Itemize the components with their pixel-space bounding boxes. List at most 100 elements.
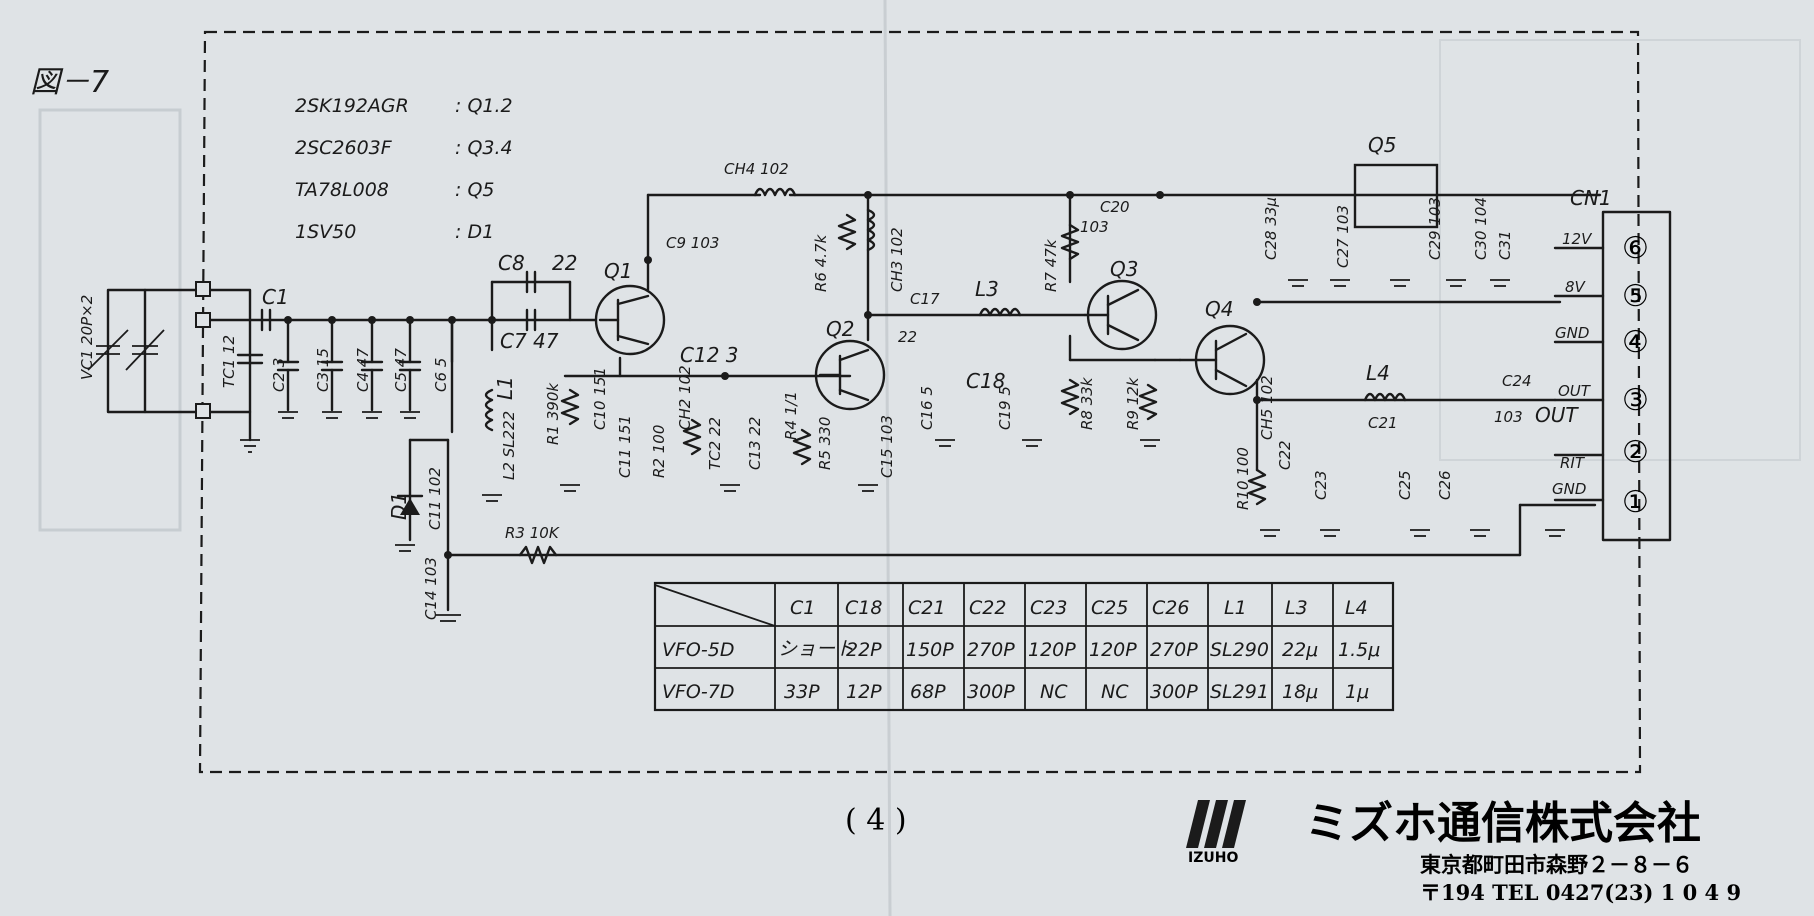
label-r2: R2 100 xyxy=(650,425,668,478)
table-cell: NC xyxy=(1101,681,1129,703)
part-name: 2SK192AGR xyxy=(295,95,409,117)
label-r8: R8 33k xyxy=(1078,376,1096,430)
label-c6: C6 5 xyxy=(432,358,450,392)
connector-pin-label: 12V xyxy=(1562,230,1593,248)
company-footer: IZUHO ミズホ通信株式会社 東京都町田市森野２－８－６ 〒194 TEL 0… xyxy=(1186,798,1741,905)
label-c2: C2 3 xyxy=(270,358,288,392)
label-r5: R5 330 xyxy=(816,417,834,470)
label-c29: C29 103 xyxy=(1426,197,1444,260)
connector-pin-number: ④ xyxy=(1622,325,1649,360)
label-c11-102: C11 102 xyxy=(426,467,444,530)
table-cell: VFO-7D xyxy=(662,681,734,703)
label-q5: Q5 xyxy=(1368,133,1396,157)
connector-pin-label: GND xyxy=(1552,480,1586,498)
table-header: C25 xyxy=(1091,597,1128,619)
transistor-q2 xyxy=(814,339,886,411)
label-c12: C12 3 xyxy=(680,343,739,367)
table-cell: NC xyxy=(1040,681,1068,703)
connector-pin-number: ⑤ xyxy=(1622,279,1649,314)
transistor-q3 xyxy=(1083,279,1158,351)
label-c20: C20 xyxy=(1100,198,1130,216)
regulator-q5 xyxy=(1353,163,1439,229)
label-q3: Q3 xyxy=(1110,257,1138,281)
table-header: L4 xyxy=(1345,597,1368,619)
logo-text: IZUHO xyxy=(1188,850,1238,866)
label-c3: C3 15 xyxy=(314,348,332,392)
label-c31: C31 xyxy=(1496,230,1514,260)
label-ch5: CH5 102 xyxy=(1258,375,1276,440)
company-logo: IZUHO xyxy=(1186,800,1246,866)
label-q4: Q4 xyxy=(1205,297,1233,321)
connector-name: CN1 xyxy=(1570,186,1612,210)
connector-pin-number: ⑥ xyxy=(1622,231,1649,266)
label-ch4: CH4 102 xyxy=(724,160,789,178)
label-c30: C30 104 xyxy=(1472,197,1490,260)
label-l2: L2 SL222 xyxy=(500,411,518,480)
label-c22: C22 xyxy=(1276,440,1294,470)
table-header: C23 xyxy=(1030,597,1067,619)
label-ch3: CH3 102 xyxy=(888,227,906,292)
label-c1: C1 xyxy=(262,285,289,309)
label-c25: C25 xyxy=(1396,470,1414,500)
part-ref: : D1 xyxy=(455,221,494,243)
vc1-symbol xyxy=(87,329,165,371)
label-c13: C13 22 xyxy=(746,417,764,470)
table-cell: 120P xyxy=(1028,639,1076,661)
table-header: C22 xyxy=(969,597,1006,619)
inductors xyxy=(484,187,1407,432)
label-r10: R10 100 xyxy=(1234,447,1252,510)
label-c27: C27 103 xyxy=(1334,205,1352,268)
table-header: C21 xyxy=(908,597,945,619)
company-phone: 〒194 TEL 0427(23) 1 0 4 9 xyxy=(1420,880,1741,905)
table-header: C1 xyxy=(790,597,815,619)
label-r3: R3 10K xyxy=(505,524,560,542)
page-number: ( 4 ) xyxy=(845,803,907,838)
label-c21: C21 xyxy=(1368,414,1398,432)
table-cell: 22P xyxy=(846,639,882,661)
label-out: OUT xyxy=(1535,403,1579,427)
table-cell: VFO-5D xyxy=(662,639,734,661)
table-cell: 1μ xyxy=(1345,681,1369,703)
connector-pin-label: GND xyxy=(1555,324,1589,342)
table-cell: 300P xyxy=(967,681,1015,703)
label-c8-value: 22 xyxy=(552,251,577,275)
label-l3: L3 xyxy=(975,277,999,301)
label-l4: L4 xyxy=(1366,361,1390,385)
variant-table: C1 C18 C21 C22 C23 C25 C26 L1 L3 L4 VFO-… xyxy=(653,581,1395,712)
label-c28: C28 33μ xyxy=(1262,197,1280,260)
varactor-d1 xyxy=(396,438,450,542)
vc1-terminal xyxy=(195,403,211,419)
label-c16: C16 5 xyxy=(918,386,936,430)
table-cell: 68P xyxy=(910,681,946,703)
label-vc1: VC1 20P×2 xyxy=(78,295,96,380)
part-name: TA78L008 xyxy=(295,179,389,201)
label-q1: Q1 xyxy=(604,259,632,283)
label-c17-value: 22 xyxy=(898,328,917,346)
table-cell: SL291 xyxy=(1210,681,1269,703)
part-name: 2SC2603F xyxy=(295,137,393,159)
label-r6: R6 4.7k xyxy=(812,233,830,292)
label-c18: C18 xyxy=(966,369,1005,393)
label-c23: C23 xyxy=(1312,470,1330,500)
connector-cn1: CN1 12V ⑥ 8V ⑤ GND ④ OUT ③ RIT ② GND ① xyxy=(1552,186,1649,520)
vc1-terminal xyxy=(195,312,211,328)
table-cell: 150P xyxy=(906,639,954,661)
table-header: L1 xyxy=(1224,597,1247,619)
table-header: C26 xyxy=(1152,597,1189,619)
label-c24: C24 xyxy=(1502,372,1532,390)
table-cell: 1.5μ xyxy=(1338,639,1380,661)
board-outline xyxy=(198,30,1642,774)
connector-pin-label: 8V xyxy=(1565,278,1587,296)
table-cell: 18μ xyxy=(1282,681,1318,703)
figure-label: 図－7 xyxy=(30,65,109,100)
label-c5: C5 47 xyxy=(392,348,410,392)
label-r4: R4 1/1 xyxy=(782,391,800,440)
table-cell: SL290 xyxy=(1210,639,1269,661)
label-c26: C26 xyxy=(1436,470,1454,500)
label-l1: L1 xyxy=(493,376,517,400)
label-tc2: TC2 22 xyxy=(706,417,724,470)
part-ref: : Q5 xyxy=(455,179,494,201)
label-c14: C14 103 xyxy=(422,557,440,620)
label-tc1: TC1 12 xyxy=(220,335,238,388)
